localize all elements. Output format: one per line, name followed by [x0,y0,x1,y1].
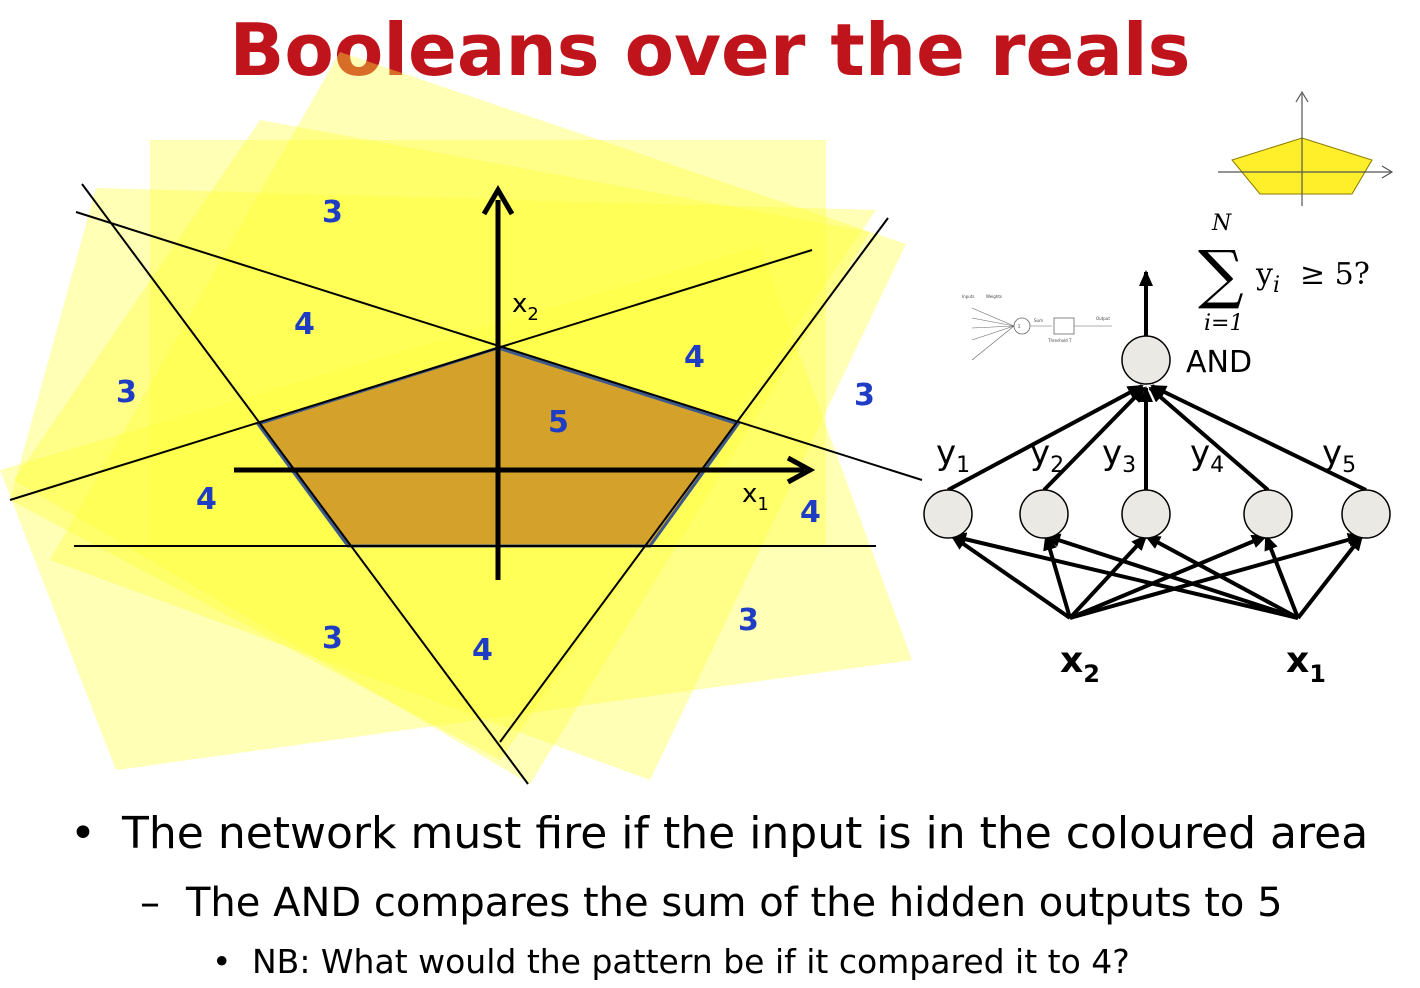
pentagon-thumbnail [1218,90,1394,206]
hidden-node-3 [1121,489,1171,539]
edge [1148,386,1270,492]
sum-formula: N ∑ yi ≥ 5? i=1 [1198,211,1370,336]
bullet-text: The AND compares the sum of the hidden o… [186,880,1283,926]
edge [947,384,1144,492]
region-number: 4 [800,495,821,530]
thumbnail-y-arrow [1295,90,1309,103]
perceptron-sum-node [1013,317,1031,335]
slide-title: Booleans over the reals [229,8,1191,92]
and-label: AND [1186,345,1252,380]
region-number: 4 [196,482,217,517]
edge [950,532,1299,620]
perceptron-inset: Inputs Weights Σ Sum Threshold T Output [962,294,1112,361]
input-label-x1: x1 [1286,640,1326,688]
edge [950,534,1072,620]
hidden-node-5 [1341,489,1391,539]
sum-rhs: ≥ 5? [1300,257,1370,292]
bullet-level-2: –The AND compares the sum of the hidden … [140,880,1283,926]
hidden-label-y2: y2 [1030,433,1064,478]
edge [1044,533,1299,620]
bullet-level-1: • The network must fire if the input is i… [70,808,1368,859]
hidden-node-2 [1019,489,1069,539]
region-number: 3 [738,603,759,638]
perceptron-weights-label: Weights [986,294,1002,299]
network-labels: AND y1 y2 y3 y4 y5 x2 x1 [936,345,1356,688]
x2-arrowhead [481,185,515,216]
perceptron-threshold-box [1053,317,1075,335]
hidden-label-y1: y1 [936,433,970,478]
hidden-label-y5: y5 [1322,433,1356,478]
input-label-x2: x2 [1060,640,1100,688]
region-number: 3 [854,378,875,413]
region-number: 4 [294,307,315,342]
edge [1296,534,1364,620]
region-number: 3 [116,375,137,410]
hidden-label-y3: y3 [1102,433,1136,478]
output-node [1121,335,1171,385]
bullet-marker: – [140,880,160,926]
sum-upper-limit: N [1211,211,1232,236]
edge [1068,534,1148,620]
coordinate-axes: x2 x1 [234,185,816,580]
bullet-text: NB: What would the pattern be if it comp… [252,942,1130,981]
bullet-marker: • [212,942,232,981]
edge [1069,533,1364,620]
sum-sigma-symbol: ∑ [1198,238,1244,312]
sum-body: yi [1255,257,1280,298]
x2-axis-label: x2 [512,289,539,325]
sum-lower-limit: i=1 [1204,311,1243,336]
edge [1264,534,1300,619]
region-number: 5 [548,405,569,440]
edge [1042,386,1146,492]
region-number: 3 [322,621,343,656]
svg-text:Σ: Σ [1018,324,1021,329]
edge [1043,534,1072,619]
x1-axis-label: x1 [742,479,769,515]
region-numbers: 3 4 3 4 3 5 4 4 3 4 3 [116,195,875,668]
network-edges [947,270,1367,620]
bullet-text: The network must fire if the input is in… [122,808,1369,859]
thumbnail-x-arrow [1381,165,1394,179]
network-nodes [923,335,1391,539]
bullet-marker: • [70,808,96,859]
region-number: 3 [322,195,343,230]
hidden-label-y4: y4 [1190,433,1224,478]
edge [1144,534,1299,620]
hidden-node-1 [923,489,973,539]
bullet-level-3: • NB: What would the pattern be if it com… [212,942,1130,981]
edge [1150,384,1367,492]
boundary-line-2 [499,217,889,743]
perceptron-output-label: Output [1096,316,1110,321]
boundary-line-1 [81,183,529,785]
x1-arrowhead [786,455,816,485]
perceptron-inputs-label: Inputs [962,294,974,299]
hidden-node-4 [1243,489,1293,539]
region-number: 4 [472,633,493,668]
perceptron-threshold-label: Threshold T [1047,338,1072,343]
region-number: 4 [684,340,705,375]
boundary-line-4 [9,249,813,501]
perceptron-sum-label: Sum [1034,318,1043,323]
